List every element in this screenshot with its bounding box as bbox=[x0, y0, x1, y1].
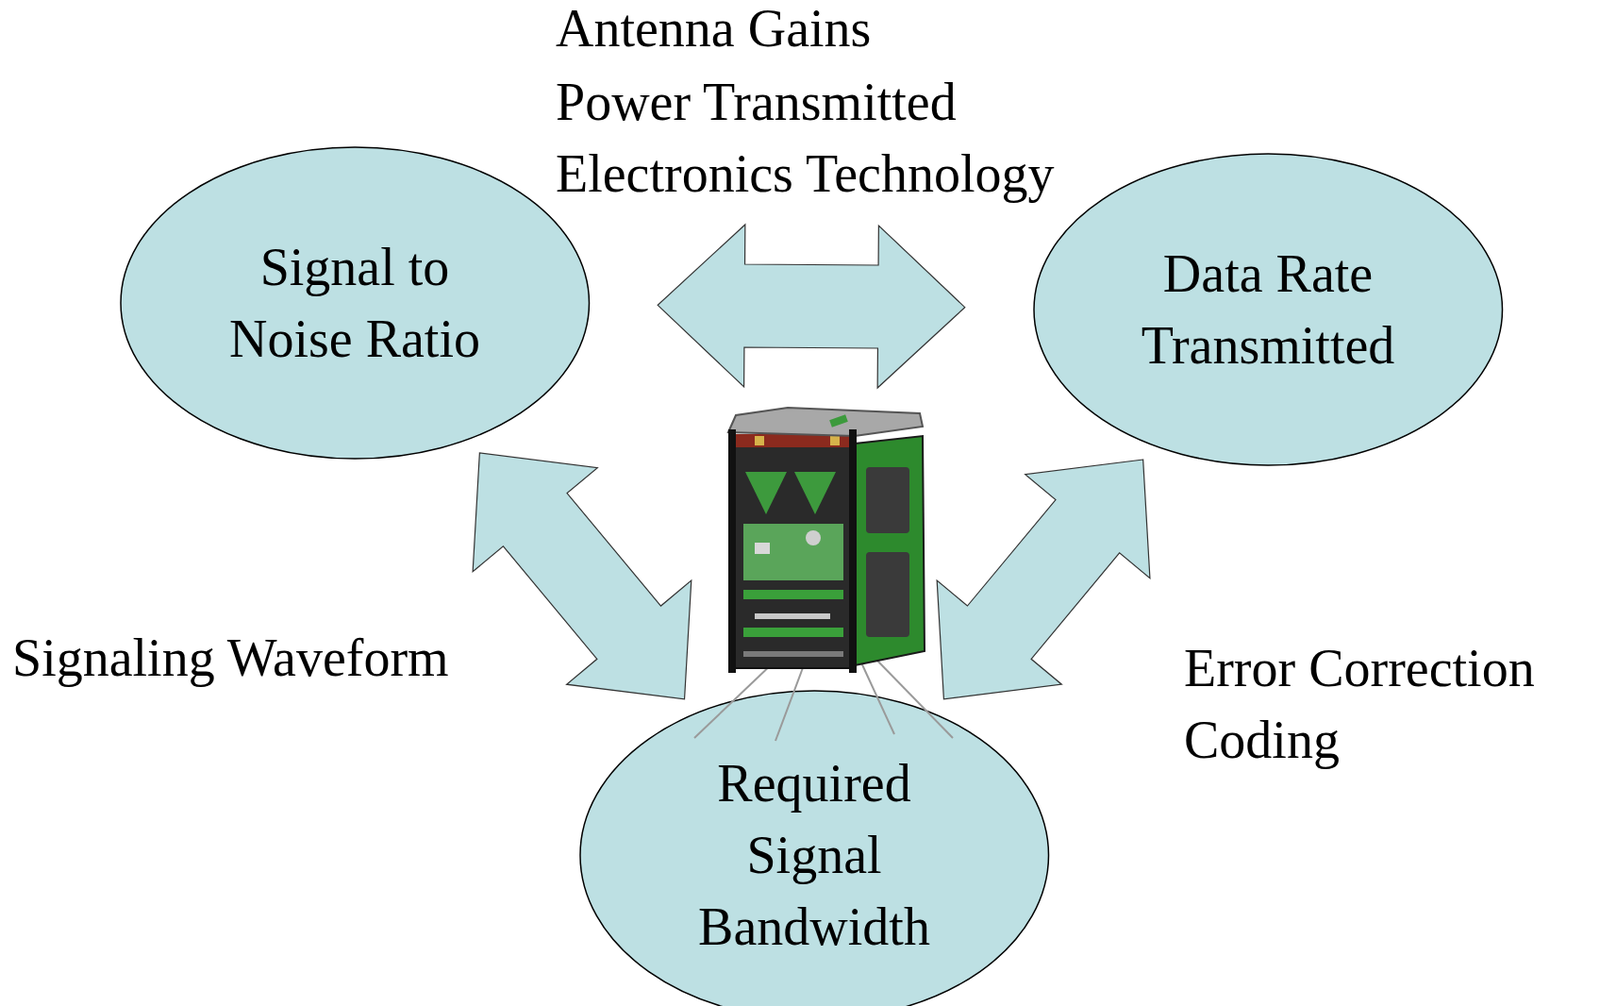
top-rail bbox=[730, 433, 855, 448]
component bbox=[830, 435, 840, 446]
ellipse-node: Signal to Noise Ratio bbox=[119, 146, 591, 460]
side-panel bbox=[854, 435, 925, 666]
edge-label: Error Correction Coding bbox=[1183, 632, 1590, 776]
factor-label: Electronics Technology bbox=[555, 147, 1054, 200]
node-label: Data Rate Transmitted bbox=[1112, 237, 1424, 382]
node-label: Required Signal Bandwidth bbox=[658, 747, 970, 963]
circuit-board bbox=[743, 589, 844, 600]
ellipse-node: Required Signal Bandwidth bbox=[579, 689, 1050, 1006]
ellipse-node: Data Rate Transmitted bbox=[1033, 152, 1504, 467]
solar-cell bbox=[866, 551, 910, 637]
antenna-wire bbox=[877, 660, 953, 738]
factor-label: Antenna Gains bbox=[555, 1, 871, 55]
ellipse-shape bbox=[120, 147, 590, 459]
ellipse-outline bbox=[1033, 152, 1504, 467]
frame-cutout bbox=[794, 471, 836, 515]
solar-cell bbox=[866, 466, 910, 534]
circuit-board bbox=[743, 650, 844, 657]
double-block-arrow bbox=[936, 459, 1150, 700]
top-component bbox=[829, 414, 849, 428]
double-block-arrow bbox=[657, 224, 966, 388]
ellipse-outline bbox=[119, 146, 591, 460]
antenna-wire bbox=[860, 660, 895, 734]
double-block-arrow bbox=[472, 452, 692, 700]
factor-label: Power Transmitted bbox=[555, 75, 957, 129]
node-label: Signal to Noise Ratio bbox=[199, 231, 511, 375]
antenna-wire bbox=[775, 665, 804, 741]
rail bbox=[728, 429, 736, 673]
frame bbox=[730, 445, 855, 668]
connector bbox=[754, 542, 770, 554]
component bbox=[805, 530, 821, 546]
board-part bbox=[754, 613, 831, 619]
rail bbox=[849, 429, 857, 673]
circuit-board bbox=[743, 523, 844, 581]
edge-label: Signaling Waveform bbox=[12, 621, 541, 694]
component bbox=[754, 435, 765, 446]
ellipse-shape bbox=[1033, 153, 1503, 466]
frame-cutout bbox=[745, 471, 787, 515]
antenna-wire bbox=[694, 660, 776, 738]
circuit-board bbox=[743, 627, 844, 637]
cubesat bbox=[694, 407, 953, 741]
ellipse-shape bbox=[580, 690, 1050, 1006]
top-plate bbox=[728, 407, 923, 436]
